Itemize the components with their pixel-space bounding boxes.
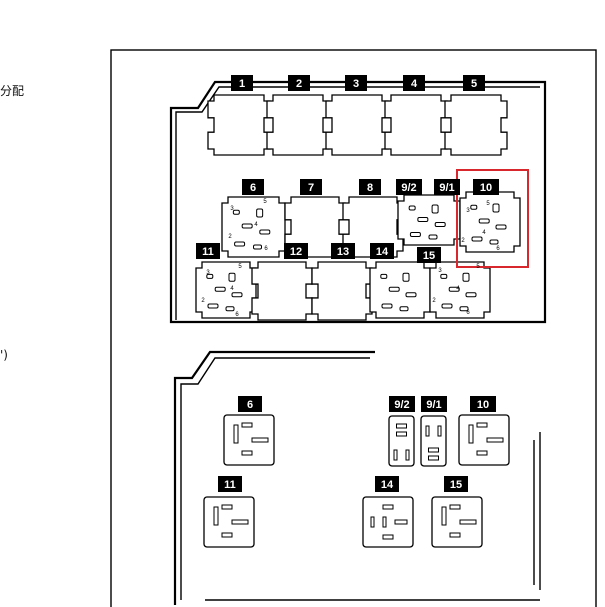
relay-10-pin-3: 3 xyxy=(466,208,470,214)
label-13: 13 xyxy=(331,243,355,259)
relay-15-pin-2: 2 xyxy=(432,298,436,304)
label-1-text: 1 xyxy=(239,78,245,90)
socket-3 xyxy=(325,94,389,156)
lower-label-9-2: 9/2 xyxy=(389,396,415,412)
label-11-text: 11 xyxy=(202,246,214,258)
lower-label-15: 15 xyxy=(444,476,468,492)
lower-label-11-text: 11 xyxy=(224,479,236,491)
relay-15-pin-4: 4 xyxy=(456,286,460,292)
lower-label-10: 10 xyxy=(470,396,496,412)
lower-label-6: 6 xyxy=(238,396,262,412)
label-14-text: 14 xyxy=(376,246,389,258)
label-9-2-text: 9/2 xyxy=(401,182,416,194)
lower-label-14-text: 14 xyxy=(381,479,394,491)
lower-relay-11 xyxy=(203,496,255,548)
label-5-text: 5 xyxy=(471,78,477,90)
label-3-text: 3 xyxy=(353,78,359,90)
lower-relay-9-2 xyxy=(388,415,415,467)
label-6: 6 xyxy=(242,179,264,195)
relay-15-pin-6: 6 xyxy=(466,310,470,316)
relay-11-pin-6: 6 xyxy=(235,312,239,318)
upper-relay-sockets xyxy=(195,94,521,321)
lower-label-15-text: 15 xyxy=(450,479,462,491)
lower-label-9-2-text: 9/2 xyxy=(394,399,409,411)
socket-12 xyxy=(251,261,313,321)
pin-number-labels: 3 5 4 2 6 5 3 4 2 6 3 5 4 2 6 3 5 4 2 6 xyxy=(201,199,500,318)
relay-10-pin-4: 4 xyxy=(482,230,486,236)
label-9-2: 9/2 xyxy=(396,179,422,195)
label-1: 1 xyxy=(231,75,253,91)
socket-6 xyxy=(221,196,286,258)
lower-relay-sockets xyxy=(203,414,510,548)
relay-11-pin-4: 4 xyxy=(230,286,234,292)
lower-panel-outline xyxy=(173,350,541,605)
label-15-text: 15 xyxy=(423,250,435,262)
lower-relay-9-1 xyxy=(420,415,447,467)
label-11: 11 xyxy=(196,243,220,259)
relay-10-pin-6: 6 xyxy=(496,246,500,252)
socket-14 xyxy=(369,261,431,319)
lower-label-11: 11 xyxy=(218,476,242,492)
label-2-text: 2 xyxy=(296,78,302,90)
label-10-text: 10 xyxy=(480,182,492,194)
relay-10-pin-2: 2 xyxy=(461,238,465,244)
relay-11-pin-5: 5 xyxy=(238,264,242,270)
socket-2 xyxy=(266,94,330,156)
lower-relay-14 xyxy=(362,496,414,548)
label-3: 3 xyxy=(345,75,367,91)
lower-relay-6 xyxy=(223,414,275,466)
lower-label-9-1-text: 9/1 xyxy=(426,399,441,411)
label-12: 12 xyxy=(284,243,308,259)
lower-label-10-text: 10 xyxy=(477,399,489,411)
cropped-caption-top: 分配 xyxy=(0,84,25,98)
socket-13 xyxy=(311,261,373,321)
lower-label-14: 14 xyxy=(375,476,399,492)
relay-6-pin-2: 2 xyxy=(228,234,232,240)
relay-15-pin-5: 5 xyxy=(476,264,480,270)
relay-6-pin-4: 4 xyxy=(254,222,258,228)
outer-frame xyxy=(110,49,597,607)
relay-15-pin-3: 3 xyxy=(438,268,442,274)
relay-11-pin-2: 2 xyxy=(201,298,205,304)
socket-4 xyxy=(384,94,448,156)
label-9-1: 9/1 xyxy=(434,179,460,195)
relay-11-pin-3: 3 xyxy=(206,270,210,276)
relay-6-pin-5: 5 xyxy=(263,199,267,205)
lower-relay-10 xyxy=(458,414,510,466)
socket-11 xyxy=(195,261,257,319)
label-2: 2 xyxy=(288,75,310,91)
label-4: 4 xyxy=(403,75,425,91)
socket-5 xyxy=(444,94,508,156)
label-5: 5 xyxy=(463,75,485,91)
label-14: 14 xyxy=(370,243,394,259)
label-4-text: 4 xyxy=(411,78,418,90)
label-7: 7 xyxy=(300,179,322,195)
label-8-text: 8 xyxy=(367,182,373,194)
lower-relay-15 xyxy=(431,496,483,548)
socket-9 xyxy=(397,194,461,246)
label-10: 10 xyxy=(473,179,499,195)
socket-15 xyxy=(429,261,491,319)
label-15: 15 xyxy=(417,247,441,263)
lower-label-9-1: 9/1 xyxy=(421,396,447,412)
label-8: 8 xyxy=(359,179,381,195)
label-9-1-text: 9/1 xyxy=(439,182,454,194)
label-7-text: 7 xyxy=(308,182,314,194)
relay-10-pin-5: 5 xyxy=(486,201,490,207)
label-6-text: 6 xyxy=(250,182,256,194)
socket-10 xyxy=(459,191,521,253)
cropped-caption-middle: ') xyxy=(0,348,8,362)
relay-6-pin-3: 3 xyxy=(230,206,234,212)
relay-10-highlight xyxy=(456,169,529,268)
relay-6-pin-6: 6 xyxy=(264,246,268,252)
label-13-text: 13 xyxy=(337,246,349,258)
lower-label-6-text: 6 xyxy=(247,399,253,411)
label-12-text: 12 xyxy=(290,246,302,258)
socket-1 xyxy=(207,94,271,156)
